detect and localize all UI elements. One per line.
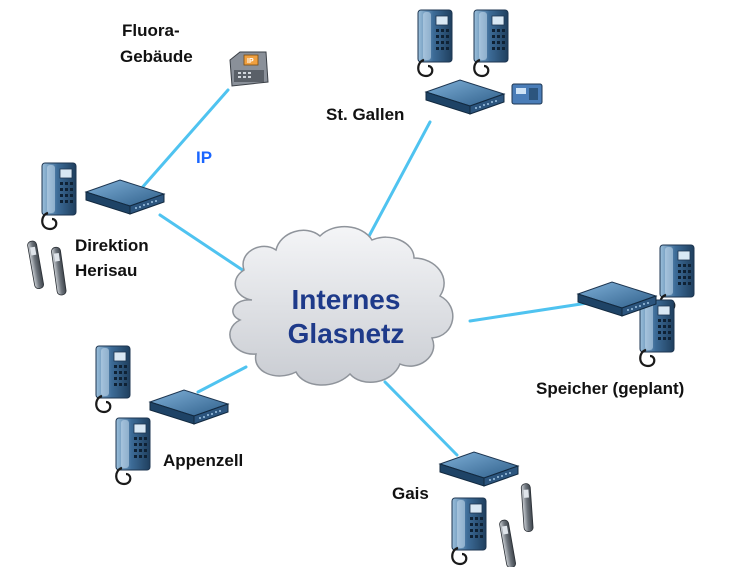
link-fluora bbox=[138, 88, 230, 192]
herisau-label-line1: Direktion bbox=[75, 236, 149, 255]
desk-phone-icon bbox=[638, 298, 676, 368]
svg-text:IP: IP bbox=[247, 58, 254, 65]
herisau-label-line2: Herisau bbox=[75, 261, 137, 280]
link-stgallen bbox=[366, 120, 432, 240]
desk-phone-icon bbox=[40, 161, 78, 231]
ip-label: IP bbox=[196, 148, 212, 167]
site-appenzell: Appenzell bbox=[94, 344, 243, 486]
dect-handset-icon bbox=[26, 239, 45, 290]
cloud-icon bbox=[229, 225, 454, 386]
desk-phone-icon bbox=[94, 344, 132, 414]
site-herisau: Direktion Herisau bbox=[26, 161, 165, 297]
stgallen-label: St. Gallen bbox=[326, 105, 404, 124]
site-speicher: Speicher (geplant) bbox=[536, 243, 696, 398]
router-icon bbox=[439, 451, 519, 487]
cloud-label-line1: Internes bbox=[292, 284, 401, 315]
modem-icon bbox=[511, 83, 543, 105]
desk-phone-icon bbox=[416, 8, 454, 78]
fluora-label-line2: Gebäude bbox=[120, 47, 193, 66]
dect-handset-icon bbox=[498, 518, 517, 567]
link-speicher bbox=[468, 300, 596, 323]
router-icon bbox=[425, 79, 505, 115]
site-fluora: Fluora- Gebäude IP bbox=[120, 21, 269, 87]
dect-handset-icon bbox=[50, 246, 68, 297]
ip-phone-icon: IP bbox=[229, 51, 269, 87]
dect-handset-icon bbox=[520, 482, 534, 533]
site-stgallen: St. Gallen bbox=[326, 8, 543, 124]
router-icon bbox=[85, 179, 165, 215]
desk-phone-icon bbox=[472, 8, 510, 78]
link-appenzell bbox=[196, 365, 248, 394]
appenzell-label: Appenzell bbox=[163, 451, 243, 470]
desk-phone-icon bbox=[114, 416, 152, 486]
site-gais: Gais bbox=[392, 451, 534, 567]
cloud-label-line2: Glasnetz bbox=[288, 318, 405, 349]
router-icon bbox=[149, 389, 229, 425]
link-gais bbox=[383, 380, 459, 457]
links bbox=[138, 88, 596, 457]
speicher-label: Speicher (geplant) bbox=[536, 379, 684, 398]
desk-phone-icon bbox=[450, 496, 488, 566]
fluora-label-line1: Fluora- bbox=[122, 21, 180, 40]
gais-label: Gais bbox=[392, 484, 429, 503]
